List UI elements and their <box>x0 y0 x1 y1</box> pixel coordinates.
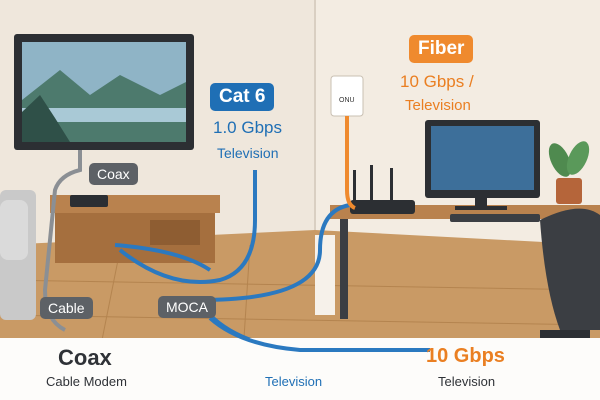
tv-stand-drawer <box>150 220 200 245</box>
sofa-cushion <box>0 200 28 260</box>
plant-leaf <box>548 143 572 177</box>
bottom-coax: Coax <box>58 345 112 370</box>
tv-lake <box>22 108 186 122</box>
fiber-sub: Television <box>405 97 471 114</box>
fiber-speed: 10 Gbps / <box>400 72 474 91</box>
ethernet-cable-3 <box>114 243 212 272</box>
bottom-television: Television <box>438 374 496 389</box>
floor-plank <box>0 279 600 291</box>
tv-mountains <box>22 70 186 142</box>
baseboard <box>315 235 335 315</box>
plant-leaf <box>566 141 590 175</box>
ethernet-cable-bottom <box>208 316 430 352</box>
cable-tag: Cable <box>40 297 93 319</box>
moca-tag: MOCA <box>158 296 216 318</box>
cat6-speed: 1.0 Gbps <box>213 118 282 137</box>
fiber-title: Fiber <box>409 35 474 63</box>
fiber-cable <box>345 116 356 210</box>
bottom-modem: Cable Modem <box>46 374 127 389</box>
router <box>350 200 415 214</box>
monitor-screen <box>431 126 534 190</box>
coax-cable <box>42 150 82 332</box>
floor-plank <box>0 314 600 326</box>
office-chair <box>540 208 600 330</box>
bottom-speed: 10 Gbps <box>426 345 505 367</box>
keyboard <box>450 214 540 222</box>
ethernet-cable <box>118 170 257 284</box>
monitor-base <box>455 206 507 210</box>
plant-pot <box>556 178 582 204</box>
cable-modem-box <box>70 195 108 207</box>
cat6-sub: Television <box>217 145 279 161</box>
cat6-title: Cat 6 <box>210 83 275 111</box>
router-antenna <box>370 165 373 200</box>
onu-label: ONU <box>339 97 355 104</box>
onu-device <box>330 75 364 117</box>
bottom-television-blue: Television <box>265 374 323 389</box>
chair-base <box>540 330 590 338</box>
coax-tag: Coax <box>89 163 138 185</box>
desk-leg <box>340 219 348 319</box>
tv-trees <box>22 95 70 142</box>
router-antenna <box>353 170 356 200</box>
router-antenna <box>390 168 393 200</box>
monitor-stand <box>475 198 487 206</box>
